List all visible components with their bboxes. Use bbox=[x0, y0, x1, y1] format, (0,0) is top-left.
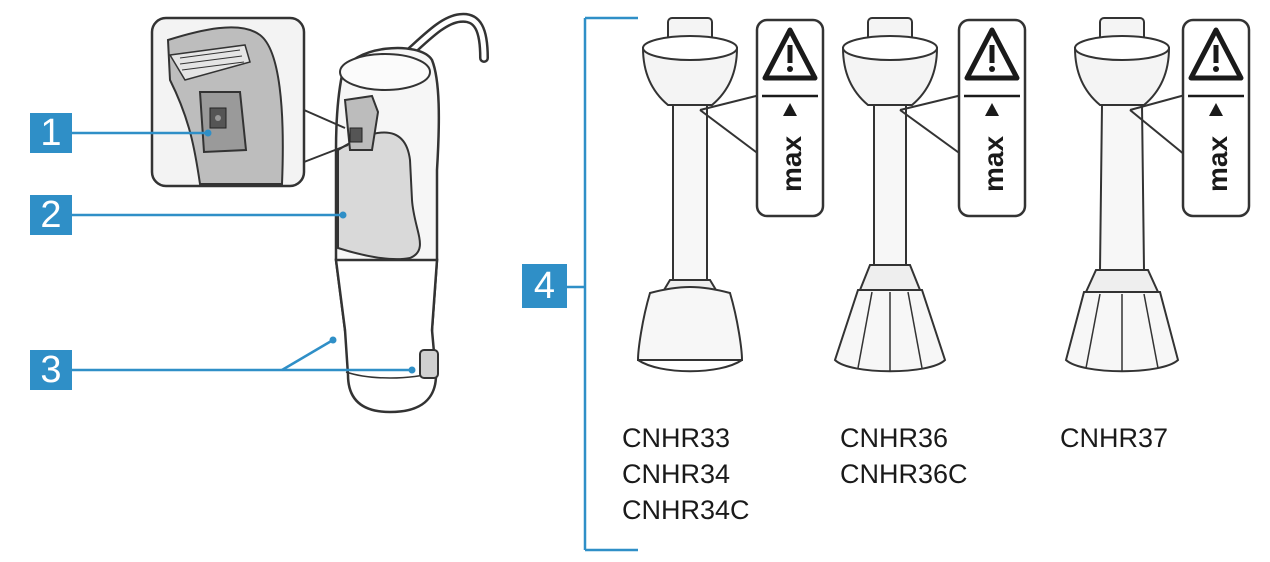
max-warning-label-2: max bbox=[959, 20, 1025, 216]
button-detail-inset bbox=[152, 18, 348, 186]
max-label: max bbox=[1202, 136, 1233, 192]
max-label: max bbox=[978, 136, 1009, 192]
callout-2: 2 bbox=[30, 195, 72, 235]
model-name: CNHR33 bbox=[622, 420, 750, 456]
hand-blender-illustration bbox=[336, 18, 484, 412]
blender-shaft-1 bbox=[638, 18, 760, 371]
model-list-3: CNHR37 bbox=[1060, 420, 1168, 456]
model-name: CNHR34C bbox=[622, 492, 750, 528]
model-list-2: CNHR36 CNHR36C bbox=[840, 420, 968, 492]
blender-shaft-2 bbox=[835, 18, 962, 372]
callout-3: 3 bbox=[30, 350, 72, 390]
model-list-1: CNHR33 CNHR34 CNHR34C bbox=[622, 420, 750, 528]
model-name: CNHR36C bbox=[840, 456, 968, 492]
max-warning-label-3: max bbox=[1183, 20, 1249, 216]
callout-1: 1 bbox=[30, 113, 72, 153]
model-name: CNHR34 bbox=[622, 456, 750, 492]
callout-4: 4 bbox=[522, 264, 567, 308]
blender-shaft-3 bbox=[1066, 18, 1185, 372]
model-name: CNHR36 bbox=[840, 420, 968, 456]
max-warning-label-1: max bbox=[757, 20, 823, 216]
model-name: CNHR37 bbox=[1060, 420, 1168, 456]
max-label: max bbox=[776, 136, 807, 192]
